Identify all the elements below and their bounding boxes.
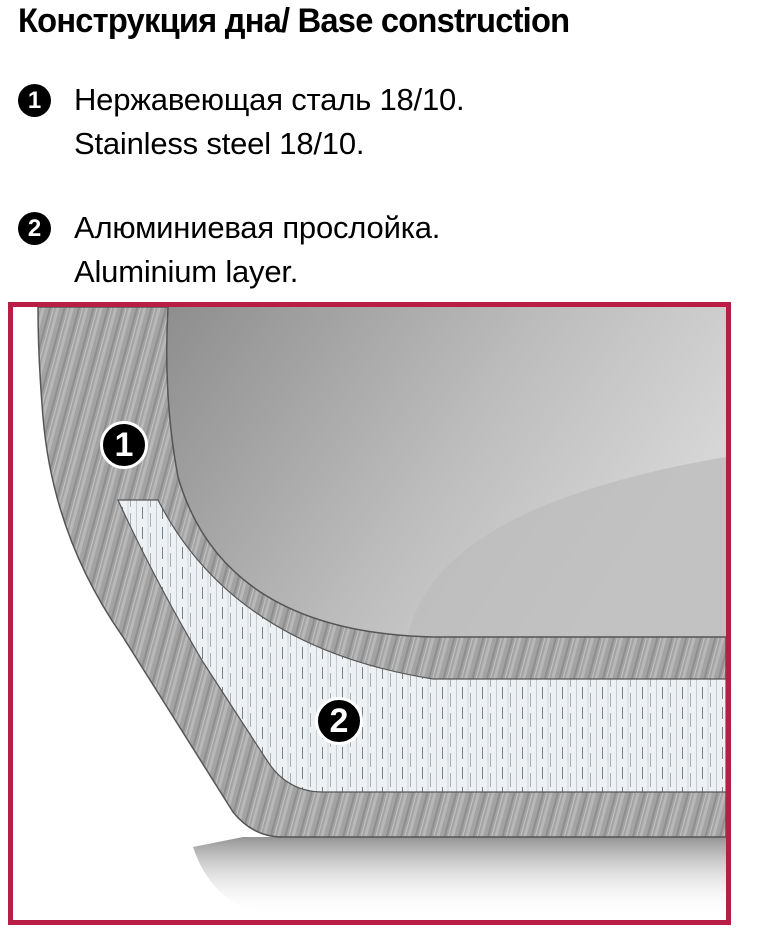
legend-label-ru: Нержавеющая сталь 18/10.: [74, 82, 465, 117]
legend-label-ru: Алюминиевая прослойка.: [74, 210, 441, 245]
page-title: Конструкция дна/ Base construction: [18, 2, 570, 40]
marker-1-stainless-steel: 1: [100, 421, 148, 469]
number-2-circle-icon: 2: [18, 212, 51, 245]
number-1-circle-icon: 1: [18, 84, 51, 117]
marker-2-aluminium-layer: 2: [315, 697, 363, 745]
legend-label-en: Aluminium layer.: [74, 254, 299, 289]
pan-base-illustration: [37, 307, 726, 917]
legend-label-en: Stainless steel 18/10.: [74, 126, 365, 161]
cross-section-diagram: 1 2: [8, 302, 731, 925]
